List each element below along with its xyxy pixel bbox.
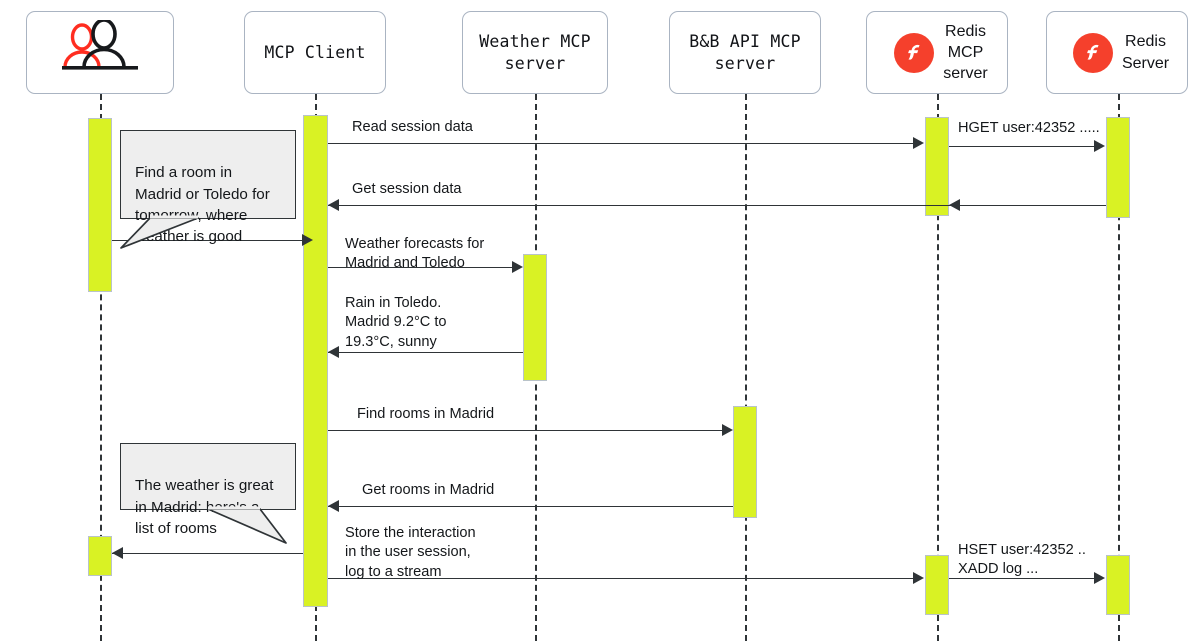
arrow-head-store-interaction — [913, 572, 924, 584]
activation-redis-mcp-bottom — [925, 555, 949, 615]
message-line-hset-xadd — [949, 578, 1095, 579]
participant-redis-mcp-server[interactable]: Redis MCP server — [866, 11, 1008, 94]
activation-redis-mcp-top — [925, 117, 949, 216]
activation-user-bottom — [88, 536, 112, 576]
lifeline-redis-mcp-server — [937, 94, 939, 641]
activation-user-top — [88, 118, 112, 292]
message-label-store-interaction: Store the interaction in the user sessio… — [345, 525, 476, 580]
users-icon — [52, 18, 148, 84]
message-line-weather-forecasts — [328, 267, 514, 268]
message-line-user-request — [112, 240, 303, 241]
arrow-head-read-session-data — [913, 137, 924, 149]
message-line-store-interaction — [328, 578, 914, 579]
message-label-weather-result: Rain in Toledo. Madrid 9.2°C to 19.3°C, … — [345, 295, 447, 350]
activation-mcp-client — [303, 115, 328, 607]
message-line-find-rooms — [328, 430, 724, 431]
message-label-hget: HGET user:42352 ..... — [958, 120, 1100, 136]
message-line-client-response — [112, 553, 303, 554]
redis-logo-icon — [894, 32, 935, 73]
arrow-head-client-response — [112, 547, 123, 559]
arrow-head-find-rooms — [722, 424, 733, 436]
message-label-hset-xadd: HSET user:42352 .. XADD log ... — [958, 542, 1086, 578]
activation-bnb-api-mcp-server — [733, 406, 757, 518]
activation-weather-mcp-server — [523, 254, 547, 381]
message-label-find-rooms: Find rooms in Madrid — [357, 406, 495, 422]
note-text: The weather is great in Madrid: here's a… — [135, 477, 274, 537]
arrow-head-user-request — [302, 234, 313, 246]
arrow-head-get-session-data-hop — [949, 199, 960, 211]
arrow-head-get-rooms — [328, 500, 339, 512]
arrow-head-hget — [1094, 140, 1105, 152]
lifeline-user — [100, 94, 102, 641]
participant-bnb-api-mcp-server[interactable]: B&B API MCP server — [669, 11, 821, 94]
participant-user[interactable] — [26, 11, 174, 94]
participant-weather-mcp-server[interactable]: Weather MCP server — [462, 11, 608, 94]
message-label-get-rooms: Get rooms in Madrid — [362, 482, 495, 498]
message-label-read-session-data: Read session data — [352, 119, 473, 135]
message-line-read-session-data — [328, 143, 914, 144]
message-label-get-session-data: Get session data — [352, 181, 462, 197]
message-label-weather-forecasts: Weather forecasts for Madrid and Toledo — [345, 236, 485, 272]
participant-label: MCP Client — [264, 42, 366, 62]
arrow-head-weather-result — [328, 346, 339, 358]
message-line-weather-result — [328, 352, 523, 353]
activation-redis-server-bottom — [1106, 555, 1130, 615]
participant-mcp-client[interactable]: MCP Client — [244, 11, 386, 94]
note-text: Find a room in Madrid or Toledo for tomo… — [135, 164, 270, 246]
note-client-response: The weather is great in Madrid: here's a… — [120, 443, 296, 537]
participant-label: Weather MCP server — [479, 31, 591, 73]
message-line-hget — [949, 146, 1095, 147]
arrow-head-hset-xadd — [1094, 572, 1105, 584]
participant-label: Redis Server — [1121, 33, 1170, 72]
message-line-get-session-data — [328, 205, 1106, 206]
note-tail-user-request — [120, 215, 199, 249]
participant-redis-server[interactable]: Redis Server — [1046, 11, 1188, 94]
note-user-request: Find a room in Madrid or Toledo for tomo… — [120, 130, 296, 245]
redis-logo-icon — [1072, 32, 1113, 73]
arrow-head-weather-forecasts — [512, 261, 523, 273]
participant-label: B&B API MCP server — [689, 31, 801, 73]
participant-label: Redis MCP server — [943, 22, 988, 83]
activation-redis-server-top — [1106, 117, 1130, 218]
message-line-get-rooms — [328, 506, 733, 507]
lifeline-redis-server — [1118, 94, 1120, 641]
arrow-head-get-session-data — [328, 199, 339, 211]
lifeline-bnb-api-mcp-server — [745, 94, 747, 641]
note-tail-client-response — [207, 506, 287, 544]
